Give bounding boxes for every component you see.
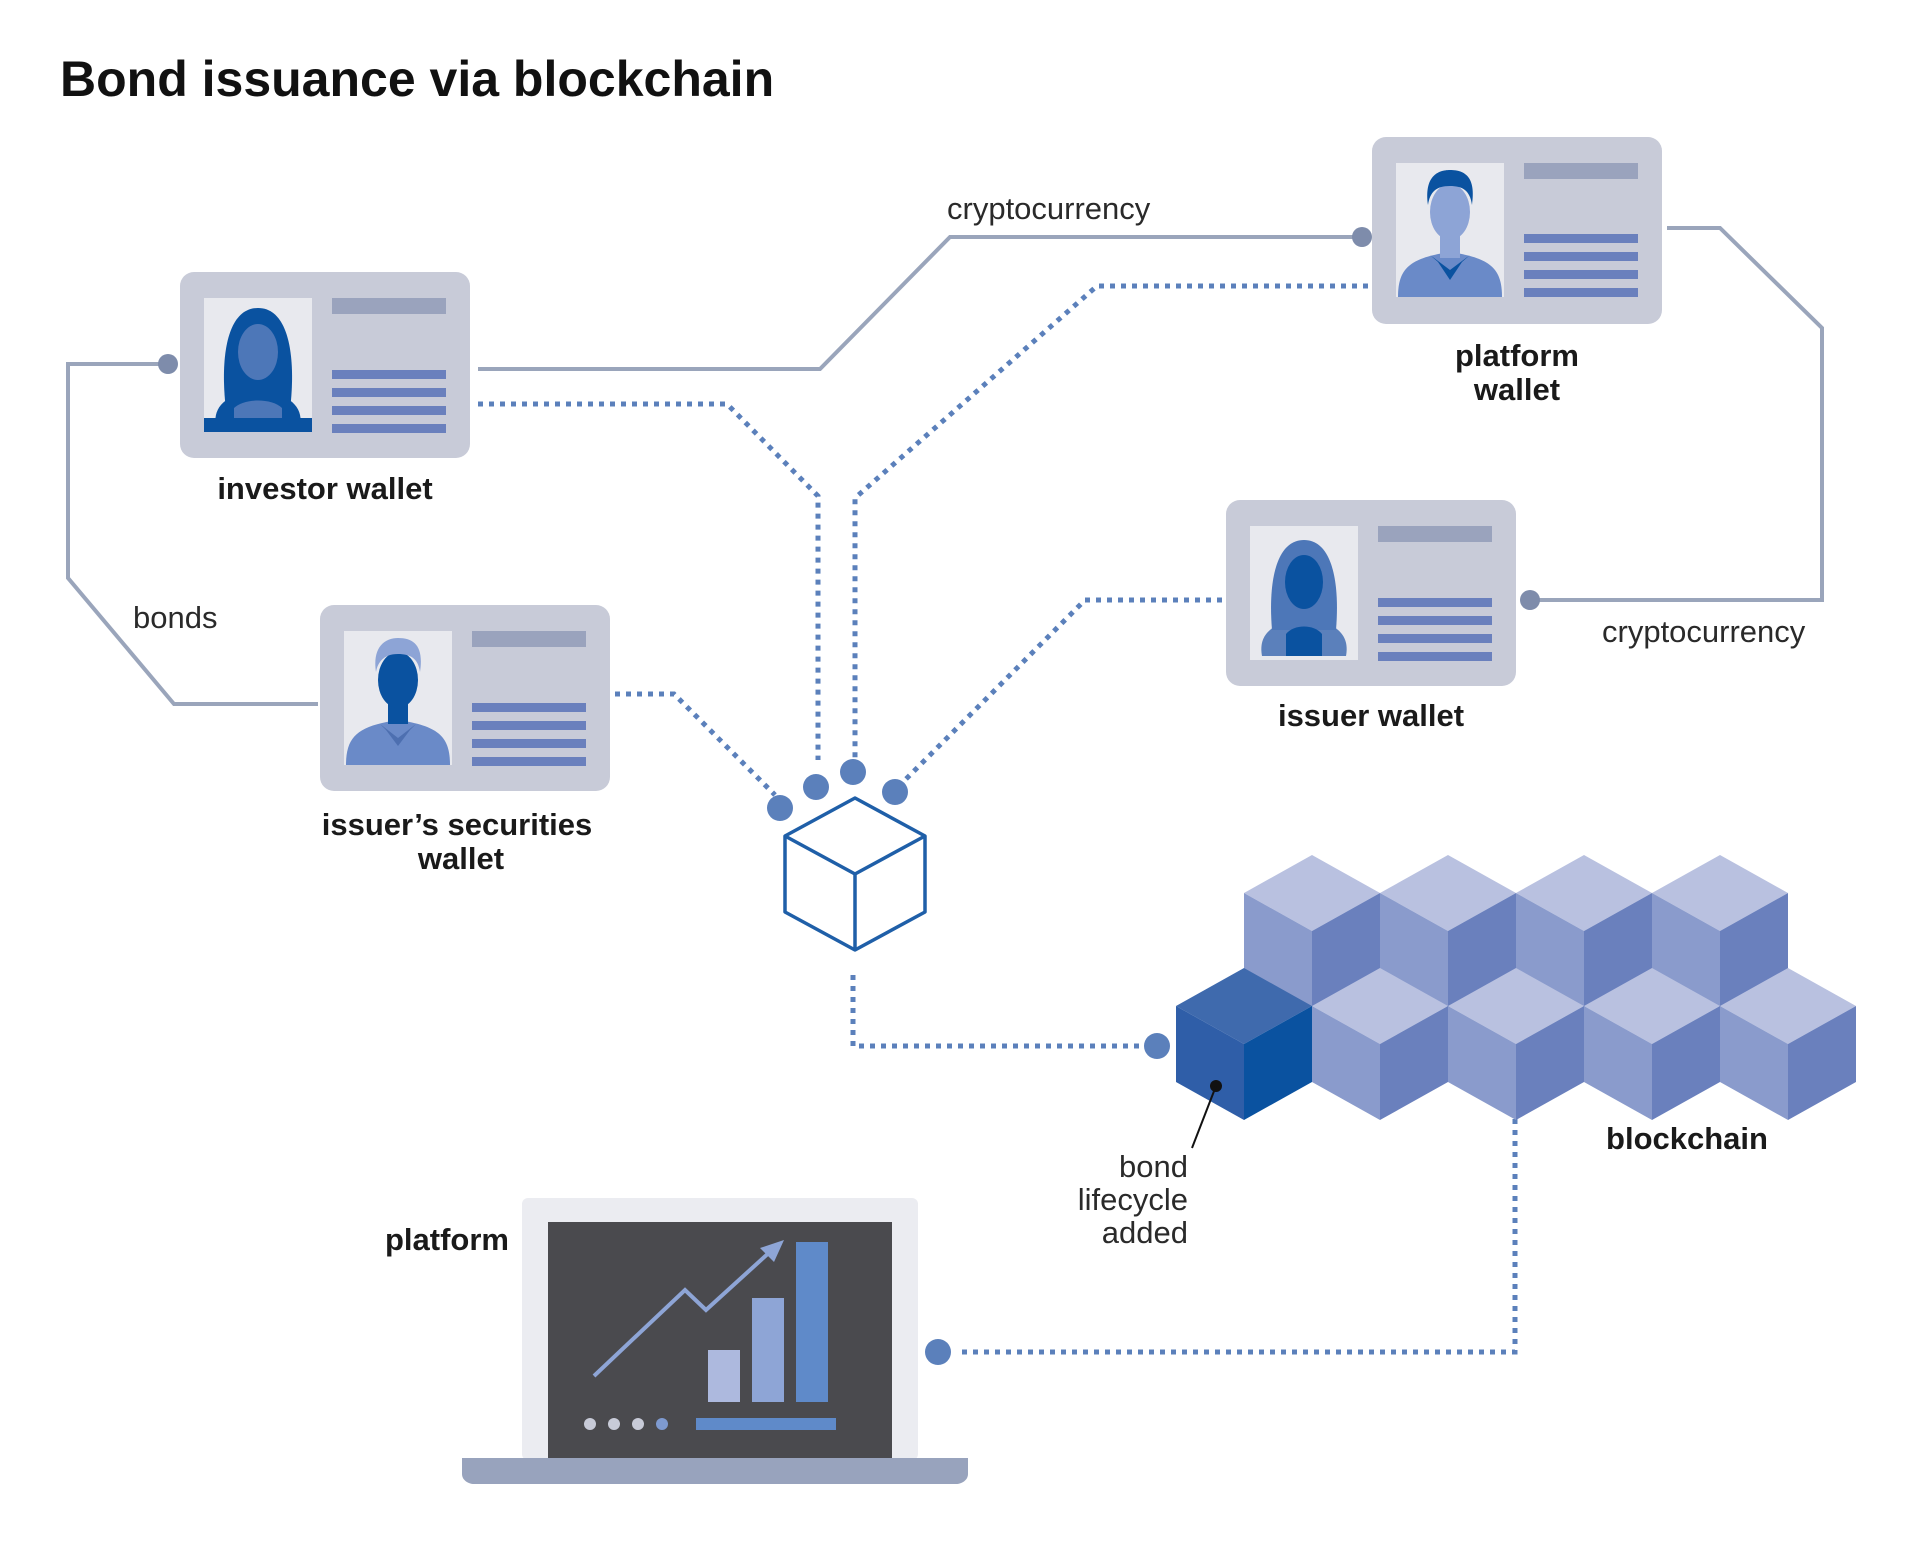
blockchain-label: blockchain — [1606, 1121, 1768, 1156]
annotation-line-3: added — [1102, 1215, 1188, 1250]
crypto-label-right: cryptocurrency — [1602, 614, 1806, 649]
platform-wallet-label-2: wallet — [1473, 372, 1560, 407]
bonds-label: bonds — [133, 600, 217, 635]
issuer-wallet-card — [1226, 500, 1516, 686]
woman-avatar-icon — [1261, 540, 1347, 656]
connector-dots — [767, 759, 1170, 1365]
page-title: Bond issuance via blockchain — [60, 51, 774, 107]
page-indicator-dots — [584, 1418, 668, 1430]
securities-wallet-label-1: issuer’s securities — [322, 807, 593, 842]
blockchain-cube-bottom-2 — [1312, 968, 1448, 1120]
platform-wallet-card — [1372, 137, 1662, 324]
investor-wallet-label: investor wallet — [217, 471, 432, 506]
blockchain-cube-new — [1176, 968, 1312, 1120]
man-avatar-icon — [1398, 170, 1502, 297]
dotted-connectors — [478, 283, 1518, 1355]
crypto-label-top: cryptocurrency — [947, 191, 1151, 226]
securities-wallet-label-2: wallet — [417, 841, 504, 876]
platform-wallet-label-1: platform — [1455, 338, 1579, 373]
blockchain-cube-bottom-4 — [1584, 968, 1720, 1120]
crypto-flow-line-right — [1530, 226, 1824, 602]
securities-wallet-card — [320, 605, 610, 791]
crypto-flow-dot-right — [1520, 590, 1540, 610]
laptop-icon — [462, 1198, 968, 1484]
investor-wallet-card — [180, 272, 470, 458]
crypto-flow-dot-top — [1352, 227, 1372, 247]
blockchain-cube-bottom-5 — [1720, 968, 1856, 1120]
crypto-flow-line-top — [478, 235, 1362, 371]
blockchain-cube-group — [1176, 855, 1856, 1120]
blockchain-cube-bottom-3 — [1448, 968, 1584, 1120]
annotation-line-2: lifecycle — [1078, 1182, 1188, 1217]
trend-arrow-icon — [592, 1240, 784, 1378]
platform-label: platform — [385, 1222, 509, 1257]
annotation-leader — [1191, 1085, 1217, 1149]
blockchain-cube-top-3 — [1516, 855, 1652, 1007]
man-avatar-icon — [346, 638, 450, 765]
woman-avatar-icon — [204, 308, 312, 432]
bonds-flow-dot — [158, 354, 178, 374]
bonds-flow-line — [66, 362, 318, 706]
cube-icon — [783, 796, 927, 952]
annotation-line-1: bond — [1119, 1149, 1188, 1184]
issuer-wallet-label: issuer wallet — [1278, 698, 1464, 733]
